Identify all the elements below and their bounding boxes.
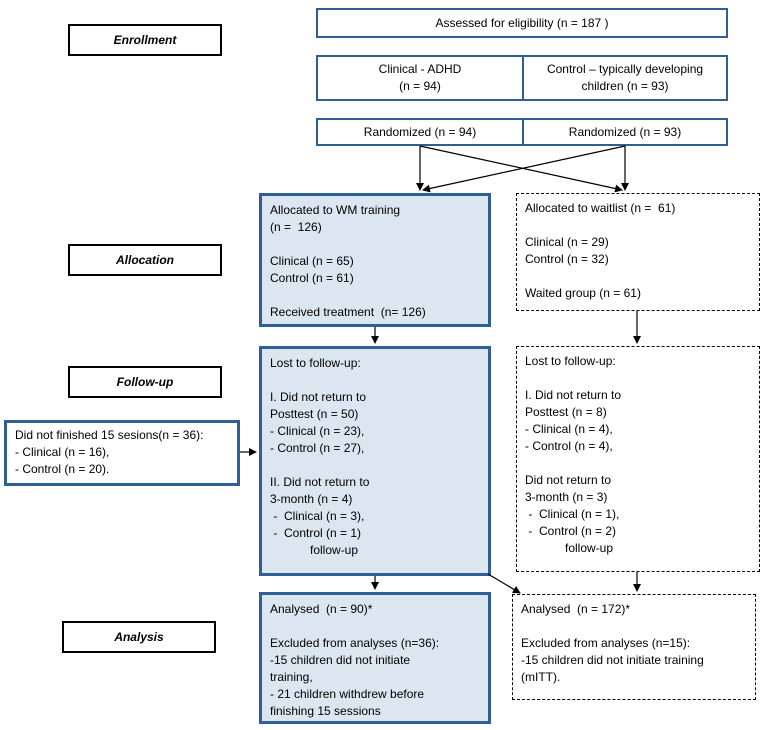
stage-enrollment: Enrollment [68, 24, 222, 56]
lost-waitlist-line-3: - Clinical (n = 4), [525, 422, 613, 436]
analysed-training-line-3: -15 children did not initiate [270, 653, 411, 667]
clinical-group-box: Clinical - ADHD (n = 94) [316, 55, 524, 101]
wm-training-title: Allocated to WM training [270, 203, 401, 217]
analysed-waitlist-line-3: -15 children did not initiate training [521, 653, 704, 667]
not-finished-box: Did not finished 15 sesions(n = 36): - C… [4, 420, 240, 486]
randomized-clinical-text: Randomized (n = 94) [363, 124, 477, 139]
lost-waitlist-line-4: - Control (n = 4), [525, 439, 613, 453]
lost-training-line-5: II. Did not return to [270, 475, 370, 489]
lost-waitlist-line-8: - Control (n = 2) [525, 524, 617, 538]
assessed-box: Assessed for eligibility (n = 187 ) [316, 8, 728, 38]
analysed-waitlist-line-1: Analysed (n = 172)* [521, 602, 631, 616]
analysed-training-box: Analysed (n = 90)* Excluded from analyse… [259, 592, 491, 724]
waitlist-title: Allocated to waitlist (n = 61) [525, 201, 676, 215]
lost-training-line-3: - Clinical (n = 23), [270, 424, 365, 438]
analysed-waitlist-box: Analysed (n = 172)* Excluded from analys… [512, 594, 756, 700]
stage-enrollment-label: Enrollment [113, 32, 177, 47]
lost-waitlist-line-7: - Clinical (n = 1), [525, 507, 620, 521]
randomized-clinical-box: Randomized (n = 94) [316, 118, 524, 146]
waitlist-clinical: Clinical (n = 29) [525, 235, 609, 249]
lost-training-box: Lost to follow-up: I. Did not return to … [259, 346, 491, 576]
control-group-box: Control – typically developing children … [522, 55, 728, 101]
lost-waitlist-title: Lost to follow-up: [525, 354, 616, 368]
lost-waitlist-line-6: 3-month (n = 3) [525, 490, 608, 504]
lost-training-line-6: 3-month (n = 4) [270, 492, 353, 506]
stage-allocation-label: Allocation [115, 252, 174, 267]
not-finished-line-3: - Control (n = 20). [15, 462, 110, 476]
lost-training-title: Lost to follow-up: [270, 356, 361, 370]
lost-training-line-8: - Control (n = 1) [270, 526, 362, 540]
randomized-control-text: Randomized (n = 93) [568, 124, 682, 139]
lost-training-line-1: I. Did not return to [270, 390, 367, 404]
analysed-training-line-6: finishing 15 sessions [270, 704, 381, 718]
clinical-group-line-1: Clinical - ADHD [378, 62, 462, 76]
wm-training-box: Allocated to WM training (n = 126) Clini… [259, 193, 491, 327]
not-finished-line-2: - Clinical (n = 16), [15, 445, 110, 459]
not-finished-line-1: Did not finished 15 sesions(n = 36): [15, 428, 204, 442]
wm-training-received: Received treatment (n= 126) [270, 305, 426, 319]
waitlist-waited: Waited group (n = 61) [525, 286, 641, 300]
lost-training-line-7: - Clinical (n = 3), [270, 509, 365, 523]
lost-training-line-4: - Control (n = 27), [270, 441, 365, 455]
lost-waitlist-line-2: Posttest (n = 8) [525, 405, 607, 419]
wm-training-clinical: Clinical (n = 65) [270, 254, 354, 268]
control-group-line-2: children (n = 93) [581, 79, 669, 93]
waitlist-box: Allocated to waitlist (n = 61) Clinical … [516, 193, 760, 311]
assessed-text: Assessed for eligibility (n = 187 ) [435, 15, 609, 30]
analysed-training-line-2: Excluded from analyses (n=36): [270, 636, 440, 650]
analysed-waitlist-line-2: Excluded from analyses (n=15): [521, 636, 691, 650]
lost-waitlist-box: Lost to follow-up: I. Did not return to … [516, 346, 760, 572]
wm-training-control: Control (n = 61) [270, 271, 354, 285]
lost-waitlist-line-9: follow-up [525, 541, 614, 555]
arrow-rand-control-to-training [422, 145, 626, 193]
wm-training-n: (n = 126) [270, 220, 322, 234]
clinical-group-line-2: (n = 94) [399, 79, 441, 93]
arrow-rand-clinical-to-waitlist [419, 145, 623, 193]
waitlist-control: Control (n = 32) [525, 252, 609, 266]
control-group-line-1: Control – typically developing [546, 62, 704, 76]
stage-followup-label: Follow-up [116, 374, 174, 389]
stage-allocation: Allocation [68, 244, 222, 276]
lost-waitlist-line-1: I. Did not return to [525, 388, 622, 402]
analysed-training-line-5: - 21 children withdrew before [270, 687, 425, 701]
randomized-control-box: Randomized (n = 93) [522, 118, 728, 146]
analysed-training-line-4: training, [270, 670, 313, 684]
lost-training-line-9: follow-up [270, 543, 359, 557]
arrow-lost-training-to-analysed-waitlist [487, 573, 521, 594]
lost-waitlist-line-5: Did not return to [525, 473, 612, 487]
stage-followup: Follow-up [68, 366, 222, 398]
analysed-waitlist-line-4: (mITT). [521, 670, 561, 684]
stage-analysis: Analysis [62, 621, 216, 653]
analysed-training-line-1: Analysed (n = 90)* [270, 602, 373, 616]
stage-analysis-label: Analysis [114, 629, 164, 644]
lost-training-line-2: Posttest (n = 50) [270, 407, 359, 421]
